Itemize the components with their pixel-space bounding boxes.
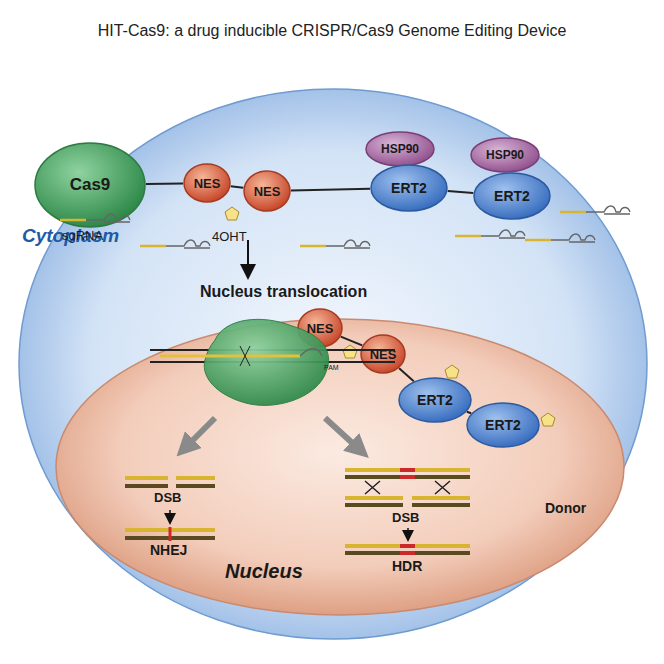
outcome-arrow [185, 418, 215, 448]
event-label: DSB [392, 510, 419, 525]
sgrna-scaffold [300, 349, 322, 357]
node-label: NES [194, 176, 221, 191]
cell-outline-fill [19, 89, 647, 639]
nes-domain: NES [360, 334, 406, 374]
indel-mark [169, 527, 172, 541]
sgrna [140, 240, 210, 248]
4oht-molecule [343, 345, 357, 358]
sgrna [560, 206, 630, 214]
strand-cross [240, 346, 250, 366]
node-label: NES [370, 347, 397, 362]
node-label: Cas9 [70, 175, 111, 195]
molecule-label: sgRNA [62, 228, 103, 243]
nes-domain: NES [297, 308, 343, 348]
node-label: HSP90 [486, 148, 524, 162]
repair-arrow [407, 528, 409, 539]
dsb-dna [125, 476, 215, 480]
linker [291, 189, 370, 191]
molecule-label: Donor [545, 500, 586, 516]
dsb-dna [345, 503, 470, 507]
donor-insert [400, 470, 415, 477]
ert2-domain: ERT2 [370, 164, 448, 212]
nes-domain-fill [361, 335, 405, 373]
nes-domain-fill [244, 171, 290, 211]
node-label: NES [307, 321, 334, 336]
ert2-domain-fill [474, 173, 550, 219]
hsp90-protein-fill [366, 132, 434, 166]
ert2-domain: ERT2 [466, 402, 540, 448]
ert2-domain: ERT2 [398, 377, 472, 423]
cas9-protein-fill [35, 143, 145, 227]
nes-domain: NES [183, 163, 231, 203]
sgrna-guide [160, 355, 300, 358]
molecule-label: 4OHT [212, 229, 247, 244]
dsb-dna [345, 496, 470, 500]
linker [146, 182, 183, 185]
donor-dna [345, 468, 470, 472]
repair-arrow [169, 510, 171, 522]
dna [150, 350, 395, 362]
node-label: ERT2 [417, 392, 453, 408]
linker [341, 337, 362, 346]
donor-dna [345, 475, 470, 479]
nucleus-outline: NucleusNESNESERT2ERT2 [55, 318, 625, 616]
ert2-domain-fill [371, 165, 447, 211]
node-label: ERT2 [485, 417, 521, 433]
linker [448, 191, 474, 193]
node-label: ERT2 [391, 180, 427, 196]
ert2-domain-fill [467, 403, 539, 447]
4oht-molecule [541, 413, 555, 426]
linker [467, 412, 471, 414]
repaired-dna [345, 551, 470, 555]
inserted-sequence [400, 546, 415, 553]
dsb-dna [125, 484, 215, 488]
nucleus-outline-shape [55, 318, 625, 616]
sgrna [455, 230, 525, 238]
title: HIT-Cas9: a drug inducible CRISPR/Cas9 G… [0, 22, 664, 40]
outcome-arrow [325, 418, 360, 450]
node-label: Nucleus [225, 560, 303, 583]
hsp90-protein: HSP90 [365, 131, 435, 167]
cas9-protein: Cas9 [34, 142, 146, 228]
linker [399, 368, 414, 381]
cas9-bound [204, 319, 328, 405]
ert2-domain: ERT2 [473, 172, 551, 220]
hsp90-protein-fill [471, 138, 539, 172]
node-label: ERT2 [494, 188, 530, 204]
linker [231, 186, 244, 188]
hsp90-protein: HSP90 [470, 137, 540, 173]
nucleus-outline-fill [56, 319, 624, 615]
4oht-molecule [225, 207, 239, 220]
node-label: HSP90 [381, 142, 419, 156]
node-label: NES [254, 184, 281, 199]
repaired-dna [125, 536, 215, 540]
sgrna [60, 214, 130, 222]
repaired-dna [125, 528, 215, 532]
process-label: Nucleus translocation [200, 283, 367, 301]
nes-domain-fill [298, 309, 342, 347]
sgrna [300, 240, 370, 248]
site-label: PAM [324, 364, 339, 371]
translocation-arrow [247, 240, 249, 276]
repaired-dna [345, 544, 470, 548]
nes-domain: NES [243, 170, 291, 212]
nes-domain-fill [184, 164, 230, 202]
pathway-label: HDR [392, 558, 422, 574]
sgrna [525, 234, 595, 242]
ert2-domain-fill [399, 378, 471, 422]
event-label: DSB [154, 490, 181, 505]
crossover [365, 481, 450, 494]
pathway-label: NHEJ [150, 542, 187, 558]
4oht-molecule [445, 365, 459, 378]
